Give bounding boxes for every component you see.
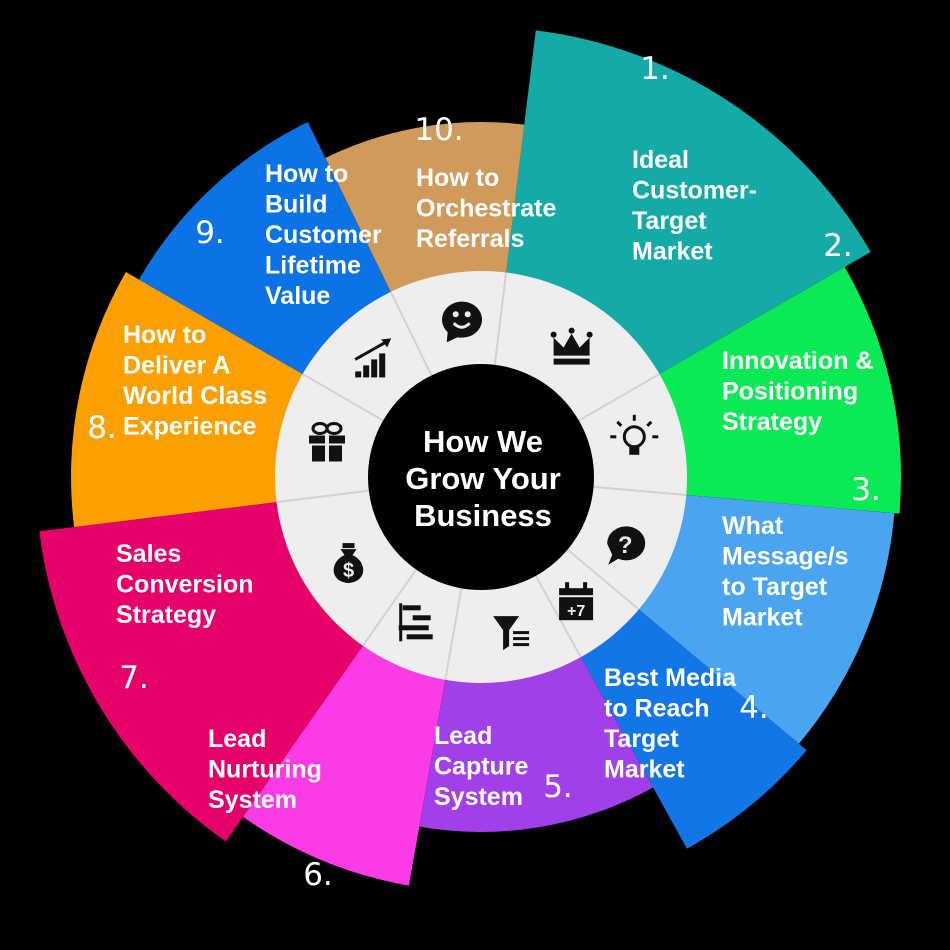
segment-9-number: 9. bbox=[195, 215, 225, 251]
segment-label-line: Best Media bbox=[604, 664, 737, 692]
segment-3-number: 3. bbox=[851, 472, 881, 508]
segment-label-line: Referrals bbox=[416, 225, 524, 253]
segment-5-number: 5. bbox=[543, 769, 573, 805]
gantt-icon bbox=[398, 603, 433, 642]
smiley-bubble-icon bbox=[442, 301, 483, 343]
segment-8-number: 8. bbox=[87, 410, 117, 446]
center-title-line-2: Grow Your bbox=[405, 461, 561, 496]
svg-text:+7: +7 bbox=[567, 603, 585, 620]
segment-label-line: How to bbox=[416, 164, 499, 192]
funnel-icon bbox=[493, 616, 530, 651]
segment-label-line: Innovation & bbox=[722, 347, 873, 375]
segment-label-line: Market bbox=[632, 238, 713, 266]
ring-divider bbox=[302, 373, 384, 422]
segment-label-line: How to bbox=[123, 321, 206, 349]
segment-label-line: Value bbox=[265, 282, 330, 310]
segment-label-line: System bbox=[208, 786, 297, 814]
center-title-line-3: Business bbox=[414, 498, 552, 533]
segment-label-line: Positioning bbox=[722, 378, 858, 406]
ring-divider bbox=[276, 489, 369, 504]
segment-label-line: Market bbox=[722, 604, 803, 632]
segment-label-line: Ideal bbox=[632, 146, 689, 174]
segment-label-line: Target bbox=[604, 725, 679, 753]
calendar-plus7-icon: +7 bbox=[559, 582, 594, 621]
segment-label-line: Customer bbox=[265, 221, 382, 249]
segment-label-line: Customer- bbox=[632, 177, 757, 205]
segment-label-line: Lifetime bbox=[265, 252, 361, 280]
ring-divider bbox=[593, 485, 687, 496]
segment-label-line: Build bbox=[265, 191, 328, 219]
segment-label-line: How to bbox=[265, 160, 348, 188]
segment-label-line: to Target bbox=[722, 573, 828, 601]
segment-label-line: World Class bbox=[123, 382, 267, 410]
svg-text:?: ? bbox=[618, 532, 633, 559]
segment-label-line: Lead bbox=[208, 725, 266, 753]
segment-label-line: Nurturing bbox=[208, 756, 322, 784]
segment-10-number: 10. bbox=[414, 112, 463, 148]
ring-divider bbox=[362, 568, 418, 647]
ring-divider bbox=[534, 575, 582, 658]
center-circle bbox=[368, 364, 594, 590]
segment-label-line: Lead bbox=[434, 722, 492, 750]
center-title-line-1: How We bbox=[423, 424, 543, 459]
segment-2-number: 2. bbox=[823, 228, 853, 264]
segment-6-number: 6. bbox=[303, 857, 333, 893]
segment-label-line: Experience bbox=[123, 413, 257, 441]
ring-divider bbox=[389, 291, 433, 376]
segment-label-line: System bbox=[434, 783, 523, 811]
segment-label-line: Target bbox=[632, 207, 707, 235]
segment-label-line: Deliver A bbox=[123, 352, 230, 380]
segment-4-number: 4. bbox=[739, 690, 769, 726]
segment-1-number: 1. bbox=[640, 51, 670, 87]
lightbulb-icon bbox=[610, 414, 659, 455]
segment-label-line: Capture bbox=[434, 753, 529, 781]
segment-label-line: Strategy bbox=[722, 408, 822, 436]
segment-label-line: Sales bbox=[116, 540, 181, 568]
ring-divider bbox=[493, 272, 508, 365]
segment-label-line: Market bbox=[604, 756, 685, 784]
segment-label-line: Message/s bbox=[722, 543, 848, 571]
question-bubble-icon: ? bbox=[607, 526, 646, 565]
segment-7-number: 7. bbox=[119, 660, 149, 696]
svg-text:$: $ bbox=[343, 560, 354, 582]
segment-label-line: Conversion bbox=[116, 571, 254, 599]
money-bag-icon: $ bbox=[333, 543, 364, 584]
crown-icon bbox=[550, 327, 593, 365]
icon-layer: ? +7 $ bbox=[309, 301, 659, 651]
segment-label-line: Orchestrate bbox=[416, 195, 556, 223]
segment-label-line: What bbox=[722, 512, 784, 540]
growth-chart-icon bbox=[354, 338, 392, 378]
ring-divider bbox=[578, 373, 660, 422]
segment-label-line: to Reach bbox=[604, 695, 710, 723]
gift-icon bbox=[309, 422, 345, 462]
ring-divider bbox=[566, 548, 640, 611]
ring-divider bbox=[444, 588, 463, 681]
center-hub: How We Grow Your Business bbox=[368, 364, 594, 590]
segment-label-line: Strategy bbox=[116, 601, 216, 629]
